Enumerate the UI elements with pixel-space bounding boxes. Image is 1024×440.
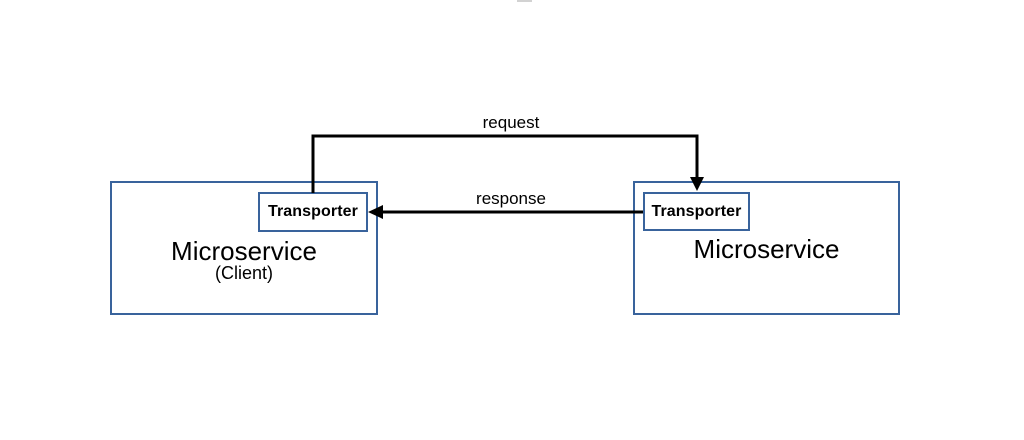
transporter-box-server: Transporter <box>643 192 750 231</box>
microservice-server-box: Microservice Transporter <box>633 181 900 315</box>
microservice-client-subtitle: (Client) <box>214 263 273 283</box>
microservice-client-box: Microservice (Client) Transporter <box>110 181 378 315</box>
microservice-server-title: Microservice <box>693 234 840 264</box>
response-label: response <box>476 189 546 208</box>
cropped-artifact <box>517 0 532 2</box>
transporter-box-client: Transporter <box>258 192 368 232</box>
request-label: request <box>482 113 540 132</box>
transporter-server-label: Transporter <box>651 202 742 220</box>
microservice-client-title: Microservice <box>171 236 317 266</box>
transporter-client-label: Transporter <box>267 203 358 220</box>
